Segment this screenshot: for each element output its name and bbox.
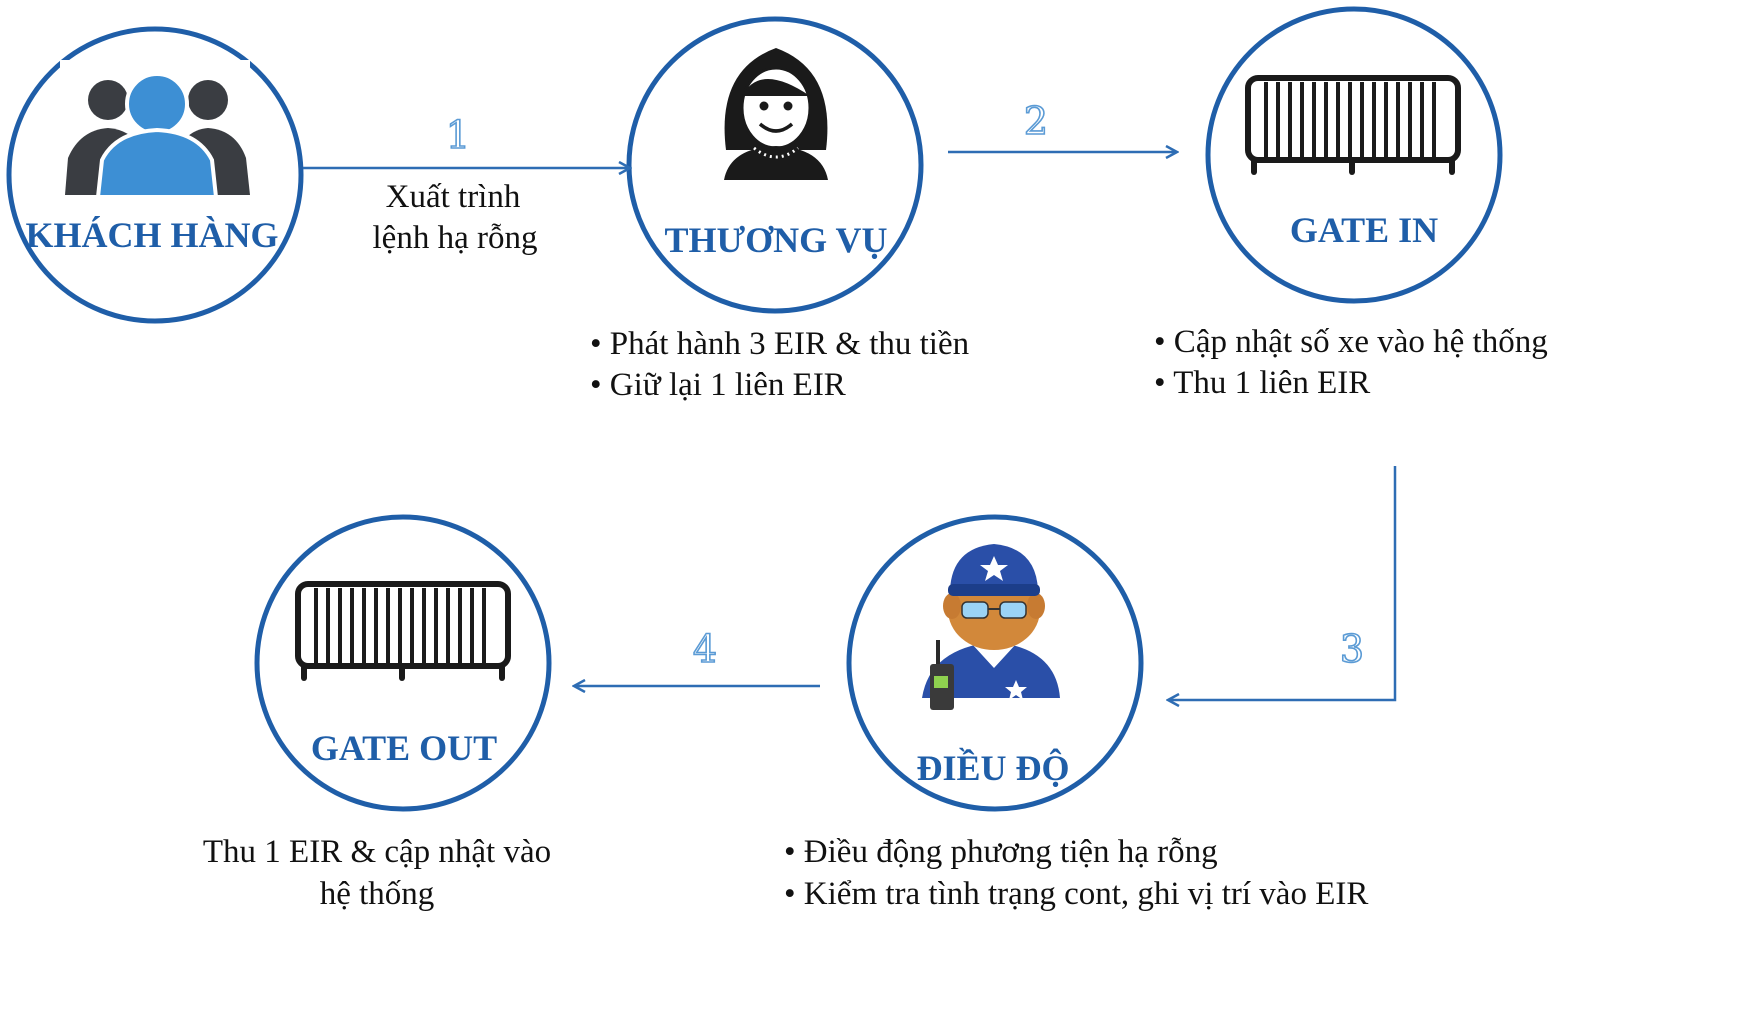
step-1-text-line-2: lệnh hạ rỗng [373, 220, 538, 256]
dieu-do-note-1: • Điều động phương tiện hạ rỗng [784, 834, 1218, 870]
step-number-1: 1 [446, 113, 470, 157]
thuong-vu-note-1: • Phát hành 3 EIR & thu tiền [590, 326, 969, 362]
step-number-4: 4 [693, 627, 717, 671]
user-group-icon [60, 60, 250, 200]
step-number-2: 2 [1024, 99, 1048, 143]
node-label-khach-hang: KHÁCH HÀNG [25, 215, 278, 255]
node-label-thuong-vu: THƯƠNG VỤ [664, 220, 887, 260]
arrow-step-3 [1168, 466, 1397, 700]
step-1-text-line-1: Xuất trình [386, 179, 521, 215]
gate-in-note-1: • Cập nhật số xe vào hệ thống [1154, 324, 1548, 360]
security-guard-icon [922, 544, 1060, 710]
node-gate-in-circle [1205, 6, 1503, 304]
step-number-3: 3 [1340, 627, 1364, 671]
node-label-gate-in: GATE IN [1290, 210, 1438, 250]
gate-out-note-1: Thu 1 EIR & cập nhật vào [203, 834, 551, 870]
gate-out-note-2: hệ thống [320, 876, 435, 912]
gate-in-note-2: • Thu 1 liên EIR [1154, 365, 1370, 401]
dieu-do-note-2: • Kiểm tra tình trạng cont, ghi vị trí v… [784, 876, 1368, 912]
woman-clerk-icon [716, 40, 836, 180]
thuong-vu-note-2: • Giữ lại 1 liên EIR [590, 367, 846, 403]
node-label-dieu-do: ĐIỀU ĐỘ [916, 748, 1069, 788]
node-label-gate-out: GATE OUT [311, 728, 497, 768]
